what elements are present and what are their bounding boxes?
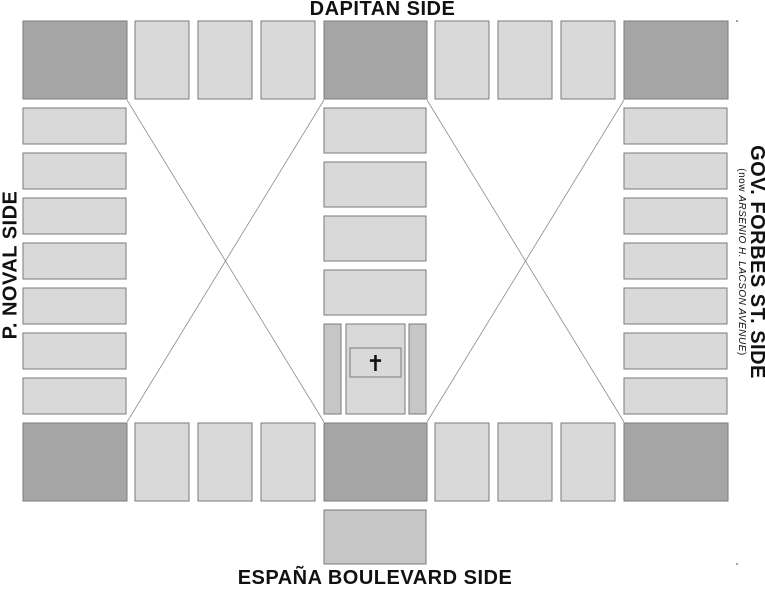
latin-cross-icon: ✝	[366, 352, 384, 377]
south-block	[197, 422, 253, 502]
east-note-prefix: (now	[736, 168, 747, 196]
east-note-suffix: )	[736, 351, 747, 356]
diagonal-line	[426, 99, 625, 423]
corner-block-sw	[22, 422, 128, 502]
west-block	[22, 287, 127, 325]
center-block-south	[323, 422, 428, 502]
east-note-name: ARSENIO H. LACSON AVENUE	[736, 195, 747, 352]
east-block	[623, 287, 728, 325]
corner-block-ne	[623, 20, 729, 100]
west-block	[22, 332, 127, 370]
south-side-label: ESPAÑA BOULEVARD SIDE	[237, 567, 513, 589]
north-block	[497, 20, 553, 100]
chapel-altar	[349, 347, 402, 378]
west-side-label: P. NOVAL SIDE	[0, 190, 22, 340]
chapel-side-right	[408, 323, 427, 415]
south-block	[434, 422, 490, 502]
center-block-north	[323, 20, 428, 100]
south-block	[134, 422, 190, 502]
north-block	[434, 20, 490, 100]
north-side-label: DAPITAN SIDE	[309, 0, 456, 20]
center-block	[323, 107, 427, 154]
center-block	[323, 269, 427, 316]
center-block	[323, 215, 427, 262]
east-block	[623, 332, 728, 370]
south-block	[497, 422, 553, 502]
east-block	[623, 197, 728, 235]
corner-mark	[736, 20, 738, 22]
east-side-note: (now ARSENIO H. LACSON AVENUE)	[736, 145, 747, 379]
north-block	[134, 20, 190, 100]
gate-block	[323, 509, 427, 565]
east-block	[623, 107, 728, 145]
diagonal-line	[126, 99, 325, 423]
center-block	[323, 161, 427, 208]
north-block	[560, 20, 616, 100]
corner-mark	[736, 563, 738, 565]
diagonal-paths	[126, 99, 625, 423]
east-block	[623, 242, 728, 280]
south-block	[560, 422, 616, 502]
corner-block-nw	[22, 20, 128, 100]
east-side-label: GOV. FORBES ST. SIDE	[746, 145, 765, 379]
west-block	[22, 152, 127, 190]
west-block	[22, 107, 127, 145]
west-block	[22, 377, 127, 415]
north-block	[260, 20, 316, 100]
west-block	[22, 197, 127, 235]
south-block	[260, 422, 316, 502]
north-block	[197, 20, 253, 100]
west-block	[22, 242, 127, 280]
corner-block-se	[623, 422, 729, 502]
east-block	[623, 377, 728, 415]
east-block	[623, 152, 728, 190]
chapel-side-left	[323, 323, 342, 415]
east-side-label-group: GOV. FORBES ST. SIDE (now ARSENIO H. LAC…	[736, 145, 765, 379]
